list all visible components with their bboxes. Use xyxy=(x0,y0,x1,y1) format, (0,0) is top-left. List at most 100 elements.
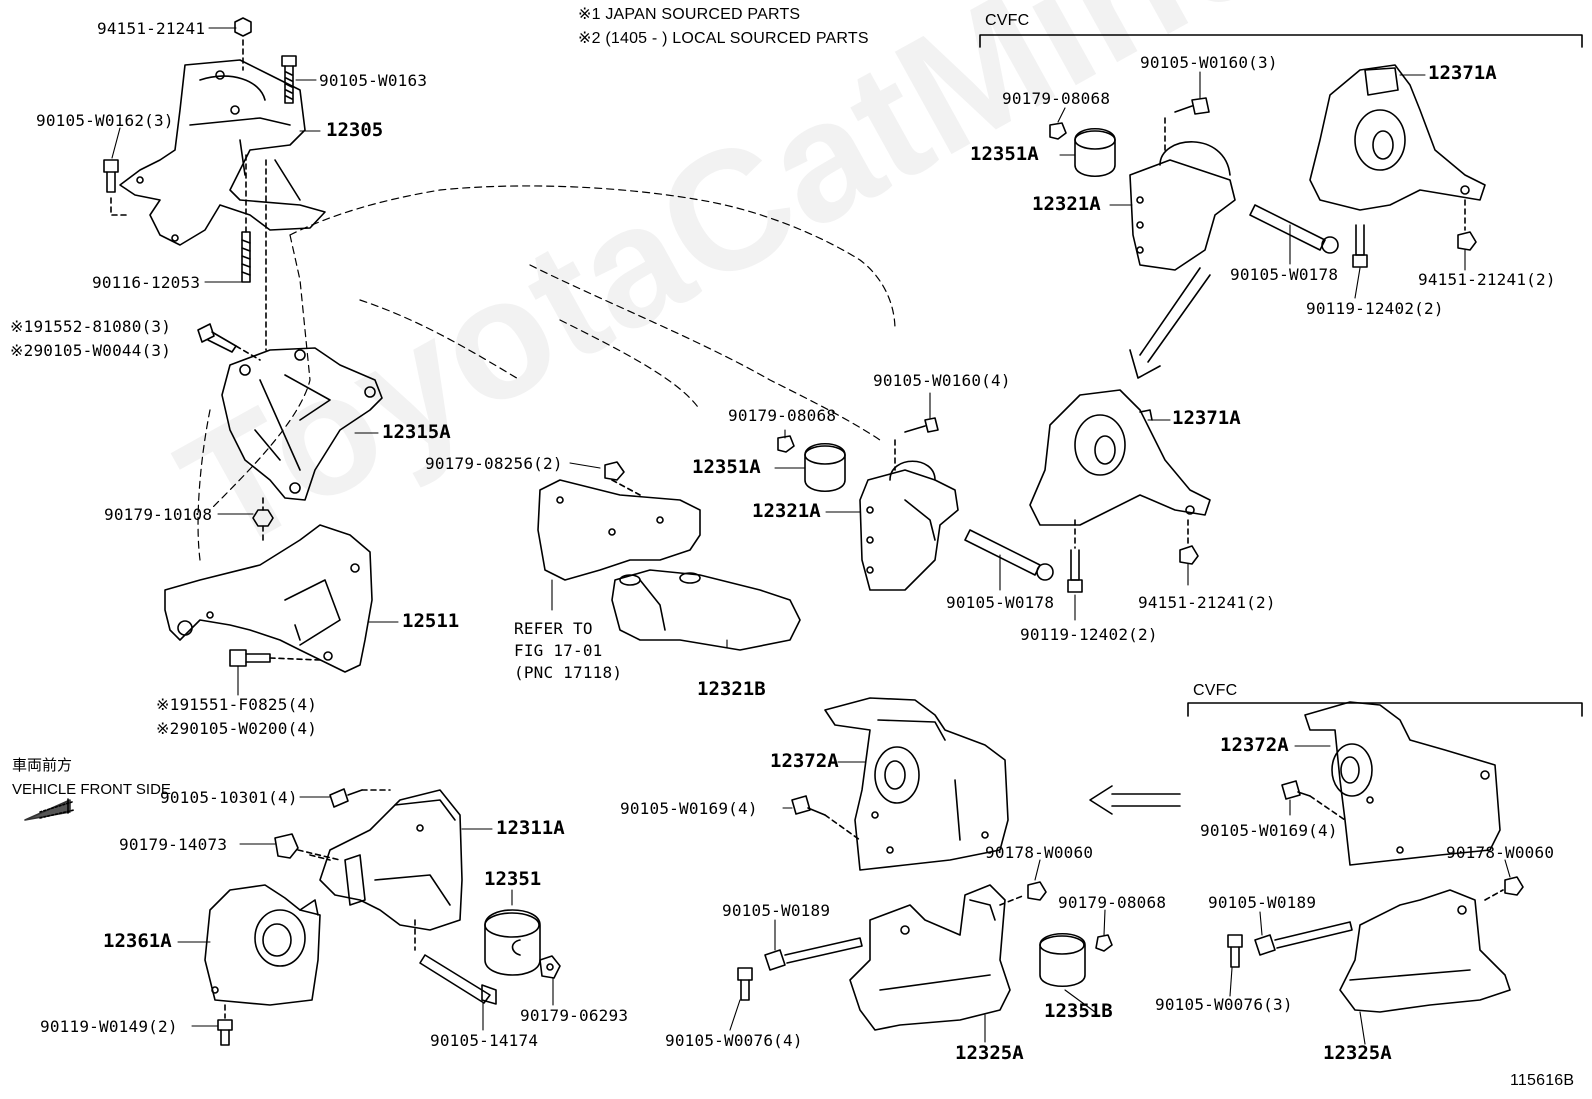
vehicle-front-label-jp: 車両前方 xyxy=(12,757,73,774)
nut-94151-21241-top xyxy=(1457,199,1477,251)
bolt-90105-W0162 xyxy=(103,159,131,216)
label-90105-W0169-right: 90105-W0169(4) xyxy=(1200,821,1338,840)
label-90179-14073: 90179-14073 xyxy=(119,835,228,854)
refer-line1: REFER TO xyxy=(514,619,593,638)
bolt-94151-21241 xyxy=(234,17,252,71)
label-91551-F0825: ※191551-F0825(4) xyxy=(156,695,318,714)
nut-90178-W0060-mid xyxy=(999,881,1047,906)
bracket-12311A xyxy=(319,789,463,931)
nut-90179-08068-mid xyxy=(777,435,795,453)
label-94151-21241-top: 94151-21241(2) xyxy=(1418,270,1556,289)
figure-id: 115616B xyxy=(1510,1072,1575,1089)
label-12325A-right: 12325A xyxy=(1323,1042,1392,1064)
label-90105-10301: 90105-10301(4) xyxy=(160,788,298,807)
refer-line2: FIG 17-01 xyxy=(514,641,603,660)
label-90105-14174: 90105-14174 xyxy=(430,1031,539,1050)
label-91552-81080: ※191552-81080(3) xyxy=(10,317,172,336)
bolt-90105-W0189-mid xyxy=(764,937,863,971)
bracket-12321A-mid xyxy=(859,460,959,591)
bolt-90105-W0076-mid xyxy=(737,967,753,1001)
label-90179-06293: 90179-06293 xyxy=(520,1006,629,1025)
group-label-cvfc-top: CVFC xyxy=(985,12,1030,29)
bolt-90119-12402-top xyxy=(1352,224,1368,268)
vehicle-front-label-en: VEHICLE FRONT SIDE xyxy=(12,781,171,798)
label-90105-W0162: 90105-W0162(3) xyxy=(36,111,174,130)
bolt-90105-10301 xyxy=(329,788,391,808)
label-90105-W0163: 90105-W0163 xyxy=(319,71,428,90)
cvfc-top-bracket xyxy=(979,34,1583,48)
label-90105-W0200: ※290105-W0200(4) xyxy=(156,719,318,738)
label-12511: 12511 xyxy=(402,610,460,632)
bolt-90105-W0169-right xyxy=(1281,780,1346,821)
nut-90179-08068-top xyxy=(1049,122,1067,140)
nut-90179-08256 xyxy=(604,461,641,496)
bolt-90105-14174 xyxy=(414,919,497,1005)
bracket-12321B xyxy=(537,479,801,651)
label-90119-W0149: 90119-W0149(2) xyxy=(40,1017,178,1036)
nut-90178-W0060-right xyxy=(1484,876,1524,901)
label-90179-08068-mid: 90179-08068 xyxy=(728,406,837,425)
label-90179-08068-top: 90179-08068 xyxy=(1002,89,1111,108)
bolt-90119-W0149 xyxy=(217,1004,233,1046)
bolt-91552-81080 xyxy=(197,323,261,361)
bolt-90119-12402-mid xyxy=(1067,519,1083,593)
bolt-90105-W0163 xyxy=(281,55,297,104)
mount-12371A-top xyxy=(1309,64,1486,211)
label-90105-W0076-right: 90105-W0076(3) xyxy=(1155,995,1293,1014)
insulator-12351A-mid xyxy=(804,443,846,492)
nut-90179-06293 xyxy=(539,955,561,979)
label-12361A: 12361A xyxy=(103,930,172,952)
label-94151-21241-mid: 94151-21241(2) xyxy=(1138,593,1276,612)
bolt-91551-F0825 xyxy=(229,649,321,667)
label-12372A-right: 12372A xyxy=(1220,734,1289,756)
mount-12361A xyxy=(204,884,321,1006)
nut-94151-21241-mid xyxy=(1179,519,1199,565)
label-90179-08256: 90179-08256(2) xyxy=(425,454,563,473)
mount-12372A-mid xyxy=(824,697,1009,871)
label-94151-21241: 94151-21241 xyxy=(97,19,206,38)
label-90105-W0160-top: 90105-W0160(3) xyxy=(1140,53,1278,72)
label-90105-W0076-mid: 90105-W0076(4) xyxy=(665,1031,803,1050)
bolt-90105-W0160-mid xyxy=(894,417,939,471)
cvfc-bottom-bracket xyxy=(1187,702,1583,717)
note-japan-sourced: ※1 JAPAN SOURCED PARTS xyxy=(578,6,801,23)
mount-12305 xyxy=(119,59,326,246)
bolt-90105-W0076-right xyxy=(1227,934,1243,968)
label-90119-12402-mid: 90119-12402(2) xyxy=(1020,625,1158,644)
label-90119-12402-top: 90119-12402(2) xyxy=(1306,299,1444,318)
label-90178-W0060-right: 90178-W0060 xyxy=(1446,843,1555,862)
nut-90179-10108 xyxy=(252,497,274,541)
nut-90179-08068-bot xyxy=(1095,934,1113,952)
label-90105-W0169-mid: 90105-W0169(4) xyxy=(620,799,758,818)
arrow-cvfc-bottom xyxy=(1089,785,1181,815)
label-12315A: 12315A xyxy=(382,421,451,443)
label-12351A-top: 12351A xyxy=(970,143,1039,165)
label-12372A-mid: 12372A xyxy=(770,750,839,772)
bolt-90105-W0178-mid xyxy=(964,529,1054,581)
arrow-cvfc-top xyxy=(1129,267,1211,379)
bracket-12325A-right xyxy=(1339,889,1511,1013)
label-90105-W0189-right: 90105-W0189 xyxy=(1208,893,1317,912)
engine-outline xyxy=(197,185,896,561)
label-12321A-mid: 12321A xyxy=(752,500,821,522)
group-label-cvfc-bottom: CVFC xyxy=(1193,682,1238,699)
mount-12371A-mid xyxy=(1029,389,1211,526)
bracket-12511 xyxy=(164,524,373,673)
stud-90116-12053 xyxy=(241,154,267,351)
vehicle-front-arrow xyxy=(24,798,75,821)
bracket-12315A xyxy=(221,347,383,501)
label-12371A-top: 12371A xyxy=(1428,62,1497,84)
bolt-90105-W0169-mid xyxy=(791,795,861,841)
label-12351A-mid: 12351A xyxy=(692,456,761,478)
bolt-90105-W0178-top xyxy=(1249,204,1339,254)
insulator-12351 xyxy=(484,909,541,976)
insulator-12351A-top xyxy=(1074,128,1116,177)
label-90179-08068-bot: 90179-08068 xyxy=(1058,893,1167,912)
label-12351B: 12351B xyxy=(1044,1000,1113,1022)
label-90178-W0060-mid: 90178-W0060 xyxy=(985,843,1094,862)
bracket-12325A-mid xyxy=(849,884,1011,1031)
label-12321A-top: 12321A xyxy=(1032,193,1101,215)
label-90105-W0160-mid: 90105-W0160(4) xyxy=(873,371,1011,390)
note-local-sourced: ※2 (1405 - ) LOCAL SOURCED PARTS xyxy=(578,30,869,47)
